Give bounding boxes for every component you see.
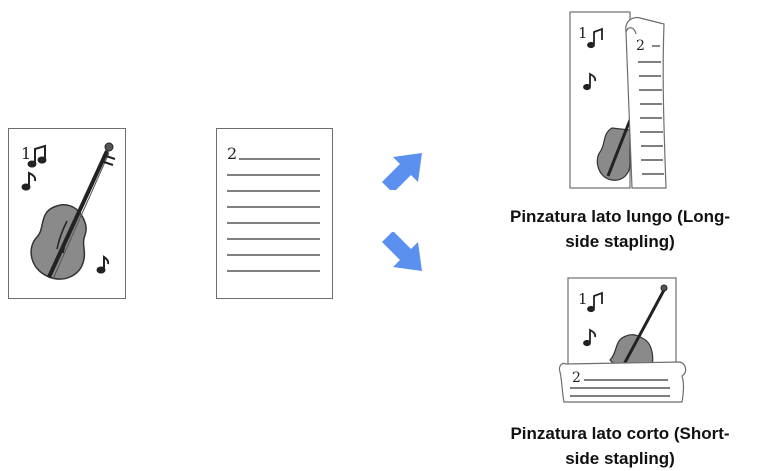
page-number: 1 [578, 24, 588, 42]
long-side-stapling-caption: Pinzatura lato lungo (Long- side staplin… [470, 204, 770, 254]
page-number: 1 [21, 144, 31, 163]
page-2-back: 2 [216, 128, 333, 299]
page-number: 2 [572, 370, 581, 386]
short-side-stapling-caption: Pinzatura lato corto (Short- side stapli… [470, 421, 770, 471]
page-number: 1 [578, 290, 588, 308]
short-side-stapling-illustration: 1 2 [556, 276, 690, 406]
music-note-icon [21, 144, 110, 274]
long-side-stapling-illustration: 1 2 [568, 10, 668, 192]
caption-line-2: side stapling) [565, 449, 675, 468]
caption-line-2: side stapling) [565, 232, 675, 251]
text-lines: 2 [227, 144, 320, 272]
page-number: 2 [636, 38, 645, 54]
violin-body [30, 142, 116, 280]
page-1-front: 1 [8, 128, 126, 299]
violin-icon: 1 [21, 142, 116, 280]
caption-line-1: Pinzatura lato corto (Short- [510, 424, 730, 443]
caption-line-1: Pinzatura lato lungo (Long- [509, 207, 731, 226]
arrow-up-right-icon [382, 153, 422, 190]
page-number: 2 [227, 144, 237, 163]
arrow-down-right-icon [382, 232, 422, 271]
